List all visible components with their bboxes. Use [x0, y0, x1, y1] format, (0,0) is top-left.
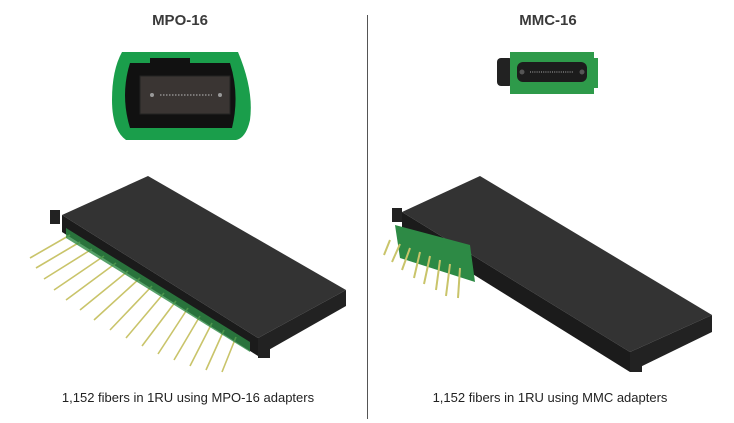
mpo-16-chassis-image	[29, 176, 346, 373]
mpo-16-connector-image	[112, 52, 251, 140]
mmc-caption: 1,152 fibers in 1RU using MMC adapters	[432, 390, 668, 405]
mpo-16-title: MPO-16	[152, 12, 208, 29]
divider	[367, 15, 368, 419]
mpo-16-caption: 1,152 fibers in 1RU using MPO-16 adapter…	[61, 390, 315, 405]
mmc-16-title: MMC-16	[519, 12, 577, 29]
mmc-16-connector-image	[497, 52, 598, 94]
mmc-chassis-image	[383, 176, 712, 372]
